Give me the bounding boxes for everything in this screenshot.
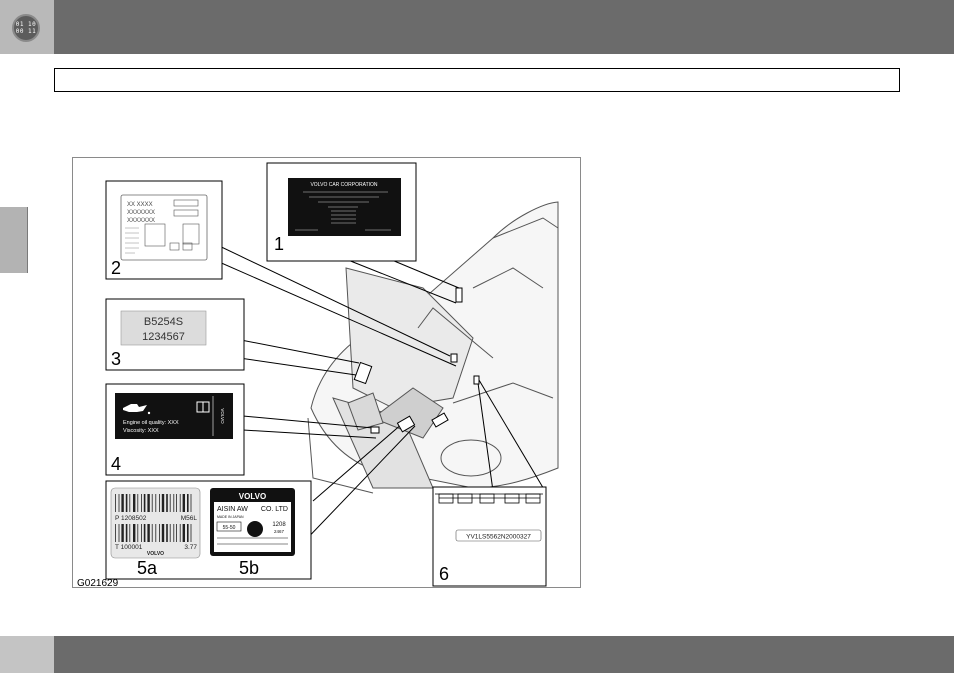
label-3-line-2: 1234567 [142,331,185,343]
label-box-3: B5254S 1234567 3 [106,299,244,370]
callout-2: 2 [111,258,121,278]
label-3-line-1: B5254S [144,316,183,328]
label-box-5: P 1208502 M56L T 100001 3.77 VOLVO VOLVO… [106,481,311,579]
label-2-line-1: XX XXXX [127,202,153,208]
chapter-side-tab [0,207,28,273]
footer-tab [0,636,54,673]
callout-6: 6 [439,564,449,584]
label-5b-brand: VOLVO [239,492,266,501]
marker-1 [456,288,462,302]
marker-6 [474,376,479,384]
label-4-quality: Engine oil quality: XXX [123,420,179,426]
label-1-heading: VOLVO CAR CORPORATION [310,182,377,188]
callout-3: 3 [111,349,121,369]
marker-2 [451,354,457,362]
label-5a-t-code: T 100001 [115,544,143,551]
car-labels-figure: VOLVO CAR CORPORATION 1 XX XXXX XXXXXXX … [72,157,581,588]
label-4-viscosity: Viscosity: XXX [123,428,159,434]
label-5a-ratio: 3.77 [184,544,197,551]
callout-5a: 5a [137,558,158,578]
label-5b-maker: AISIN AW [217,506,248,513]
label-5a-p-code: P 1208502 [115,515,147,522]
header-bar [0,0,954,54]
label-5b-code1: 55-50 [223,525,236,531]
label-box-6: YV1LS5562N2000327 6 [433,487,546,586]
label-5b-num2: 2467 [274,529,285,534]
page-title-box [54,68,900,92]
label-5b-origin: MADE IN JAPAN [217,515,244,519]
label-4-side-text: VOLVO [220,408,225,424]
label-box-1: VOLVO CAR CORPORATION 1 [267,163,416,261]
marker-4 [371,427,379,433]
clock-icon: 01 10 00 11 [12,14,40,42]
footer-bar [0,636,954,673]
figure-id: G021629 [77,578,119,589]
label-5a-model: M56L [181,515,198,522]
label-2-line-2: XXXXXXX [127,210,155,216]
label-5a-brand: VOLVO [147,551,164,557]
label-box-4: VOLVO Engine oil quality: XXX Viscosity:… [106,384,244,475]
label-5b-num1: 1208 [272,522,286,528]
label-5b-suffix: CO. LTD [261,506,288,513]
label-box-2: XX XXXX XXXXXXX XXXXXXX 2 [106,181,222,279]
label-2-line-3: XXXXXXX [127,218,155,224]
label-6-vin: YV1LS5562N2000327 [466,534,531,541]
figure-drawing: VOLVO CAR CORPORATION 1 XX XXXX XXXXXXX … [73,158,582,589]
header-tab: 01 10 00 11 [0,0,54,54]
callout-1: 1 [274,234,284,254]
clock-icon-text: 01 10 00 11 [16,21,37,35]
callout-5b: 5b [239,558,259,578]
callout-4: 4 [111,454,121,474]
